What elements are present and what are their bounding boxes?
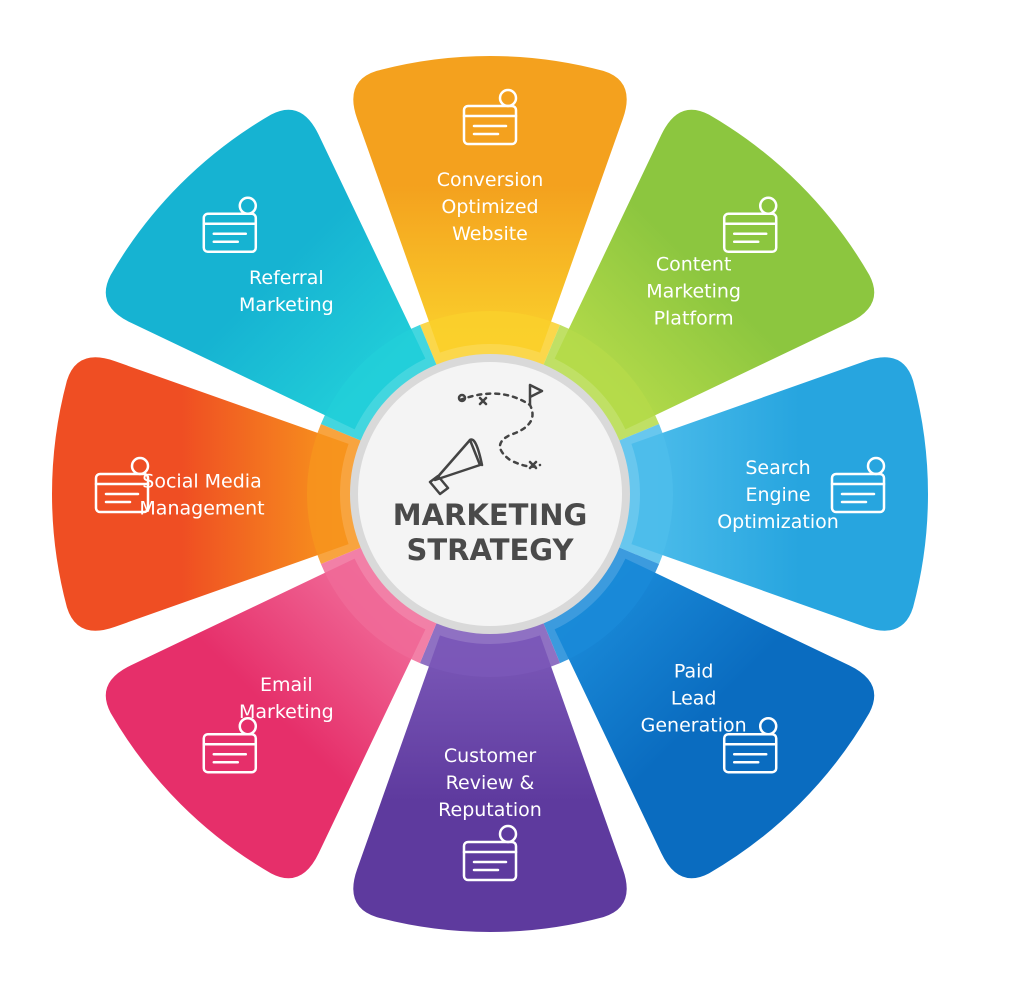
petal-label-line: Referral: [249, 267, 324, 289]
people-megaphone-icon: [202, 196, 258, 254]
petal-shape: [554, 109, 875, 430]
petal-label-line: Email: [260, 674, 313, 696]
petal-label-line: Paid: [674, 661, 714, 683]
petal-label-line: Reputation: [438, 799, 542, 821]
ring-segment-social-media-management: [306, 423, 363, 565]
petal-label-line: Engine: [745, 484, 810, 506]
center-hub: MARKETING STRATEGY: [350, 354, 630, 634]
inner-ring: [306, 311, 673, 677]
petal-shape: [105, 109, 426, 430]
petal-label-line: Marketing: [239, 701, 334, 723]
social-gear-icon: [94, 456, 150, 514]
center-title-line1: MARKETING: [393, 498, 588, 532]
petal-label-line: Review &: [446, 772, 535, 794]
petal-label-line: Marketing: [239, 294, 334, 316]
petal-label-line: Conversion: [437, 169, 544, 191]
petal-label-line: Social Media: [142, 471, 261, 493]
petal-label-line: Search: [745, 457, 810, 479]
petal-label-line: Management: [139, 498, 264, 520]
petal-label-line: Lead: [671, 688, 717, 710]
petal-shape: [51, 357, 349, 631]
seo-magnifier-icon: [830, 456, 886, 514]
petals: ConversionOptimizedWebsiteContentMarketi…: [51, 55, 928, 932]
petal-label-line: Customer: [444, 745, 536, 767]
funnel-dollar-icon: [722, 716, 778, 774]
envelope-megaphone-icon: [202, 716, 258, 774]
ring-segment-email-marketing: [320, 546, 438, 664]
center-circle: [358, 362, 622, 626]
laptop-megaphone-icon: [722, 196, 778, 254]
megaphone-map-icon: [428, 383, 544, 496]
petal-shape: [631, 357, 928, 631]
ring-segment-content-marketing-platform: [542, 324, 660, 442]
petal-label-line: Content: [656, 253, 732, 275]
petal-shape: [105, 558, 426, 879]
petal-label-line: Website: [452, 223, 528, 245]
ring-segment-referral-marketing: [320, 324, 438, 442]
petal-label-line: Platform: [654, 307, 734, 329]
petal-shape: [353, 55, 627, 353]
petal-shape: [554, 558, 875, 879]
petal-label-line: Optimized: [441, 196, 538, 218]
ring-segment-paid-lead-generation: [542, 546, 660, 664]
petal-label-line: Marketing: [646, 280, 741, 302]
petal-label-line: Optimization: [717, 511, 839, 533]
customer-stars-icon: [462, 824, 518, 882]
petal-label-line: Generation: [641, 715, 747, 737]
ring-segment-search-engine-optimization: [617, 423, 673, 565]
gear-webpage-icon: [462, 88, 518, 146]
petal-shape: [353, 635, 627, 932]
ring-segment-conversion-optimized-website: [419, 311, 561, 367]
ring-segment-customer-review-reputation: [419, 621, 561, 677]
center-title-line2: STRATEGY: [407, 533, 575, 567]
